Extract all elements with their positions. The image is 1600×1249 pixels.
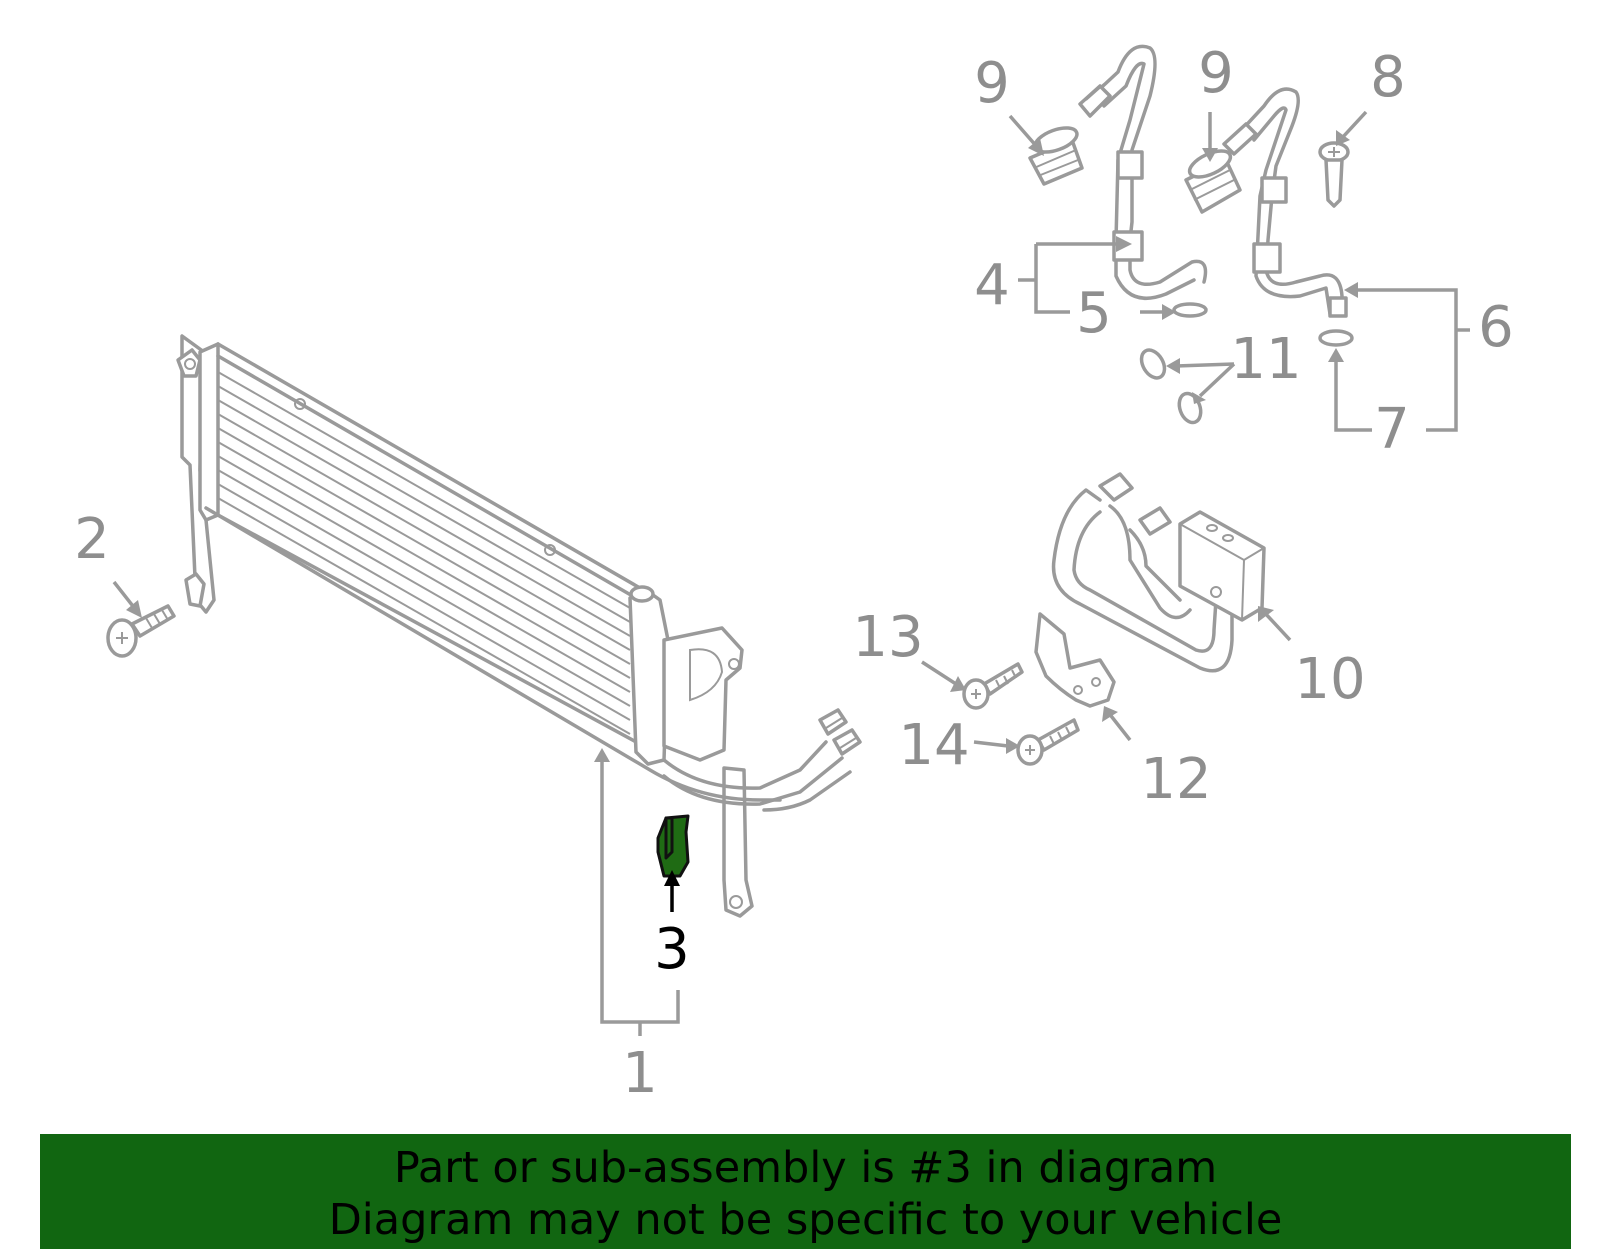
banner-line-2: Diagram may not be specific to your vehi…	[328, 1195, 1283, 1245]
adapter-part-10	[1051, 472, 1266, 673]
o-ring-part-7	[1318, 329, 1354, 347]
callout-2: 2	[74, 507, 110, 572]
o-ring-part-5	[1172, 302, 1208, 318]
banner-line-1: Part or sub-assembly is #3 in diagram	[393, 1143, 1218, 1193]
screw-part-13	[962, 662, 1024, 710]
callout-7: 7	[1374, 397, 1410, 462]
callout-11: 11	[1230, 327, 1301, 392]
callout-8: 8	[1370, 45, 1406, 110]
callout-5: 5	[1076, 281, 1112, 346]
pipe-part-4	[1078, 44, 1208, 300]
callout-3: 3	[654, 917, 690, 982]
part-3-highlighted	[656, 814, 690, 878]
o-ring-part-11a	[1139, 348, 1167, 380]
callout-9-left: 9	[974, 51, 1010, 116]
bracket-part-12	[1034, 612, 1116, 708]
bolt-part-2	[106, 604, 176, 658]
leader-lines	[112, 110, 1470, 1036]
part-info-banner: Part or sub-assembly is #3 in diagram Di…	[40, 1134, 1571, 1249]
pipe-part-6	[1222, 87, 1348, 318]
callout-9-right: 9	[1198, 41, 1234, 106]
screw-part-8	[1318, 141, 1350, 208]
screw-part-14	[1016, 718, 1080, 766]
grommet-part-9-right	[1184, 149, 1242, 214]
oil-cooler-assembly	[176, 334, 862, 918]
callout-1: 1	[622, 1041, 658, 1106]
callout-6: 6	[1478, 295, 1514, 360]
callout-14: 14	[898, 713, 969, 778]
callout-10: 10	[1294, 647, 1365, 712]
callout-4: 4	[974, 253, 1010, 318]
callout-13: 13	[852, 605, 923, 670]
callout-labels: 1 2 3 4 5 6 7 8 9 9 10 11 12 13 14	[74, 41, 1514, 1106]
o-ring-part-11b	[1177, 391, 1203, 425]
callout-12: 12	[1140, 747, 1211, 812]
grommet-part-9-left	[1028, 126, 1084, 186]
